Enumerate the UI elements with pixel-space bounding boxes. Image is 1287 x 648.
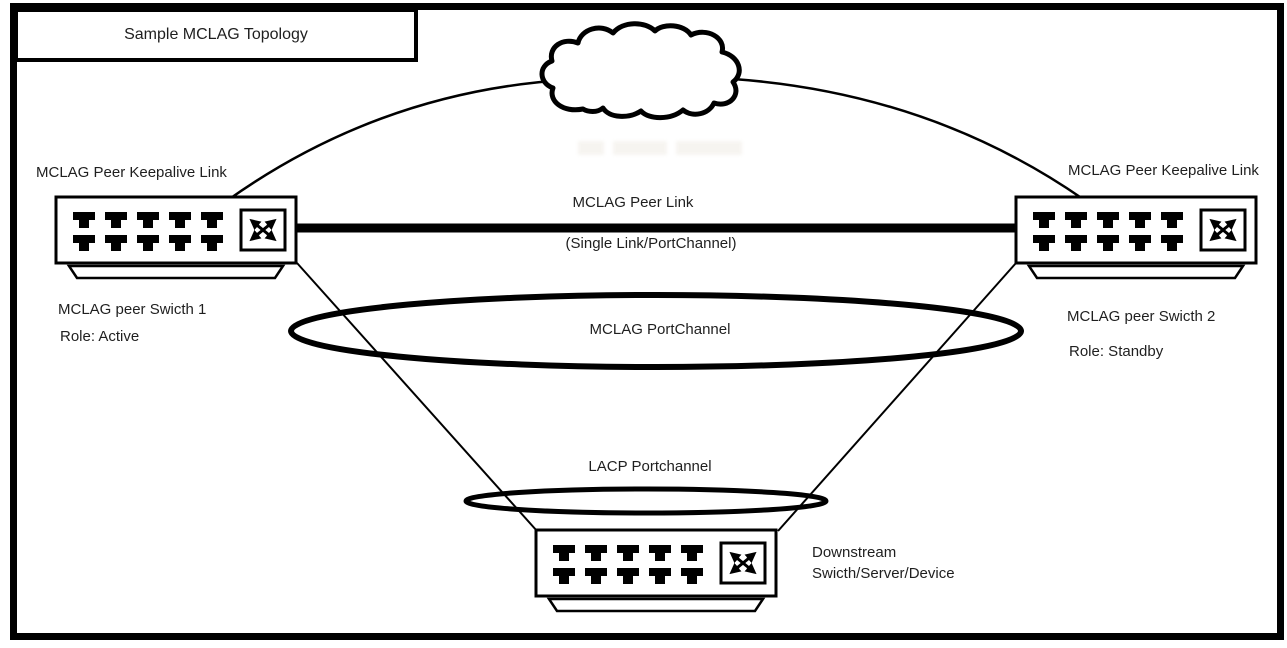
lacp-portchannel-ellipse [463,486,829,516]
downstream-device [536,530,776,611]
title-box: Sample MCLAG Topology [14,8,418,62]
switch2-name-label: MCLAG peer Swicth 2 [1067,308,1216,325]
peer-link-label: MCLAG Peer Link [572,194,694,211]
left-keepalive-label: MCLAG Peer Keepalive Link [36,164,227,181]
erased-text-artifact [578,141,742,155]
switch1-role-label: Role: Active [60,328,140,345]
peer-link-sub-label: (Single Link/PortChannel) [565,235,737,252]
right-keepalive-arc [732,77,1084,201]
switch2-device [1016,197,1256,278]
left-downlink-line [296,262,538,532]
mclag-portchannel-ellipse [288,292,1024,370]
cloud-icon [539,21,742,121]
downstream-label: Downstream Swicth/Server/Device [812,542,955,584]
left-keepalive-arc [227,78,566,202]
right-downlink-line [777,262,1017,532]
mclag-portchannel-label: MCLAG PortChannel [589,321,731,338]
downstream-label-line1: Downstream [812,544,897,561]
lacp-portchannel-label: LACP Portchannel [588,458,712,475]
switch1-name-label: MCLAG peer Swicth 1 [58,301,207,318]
switch1-device [56,197,296,278]
right-keepalive-label: MCLAG Peer Keepalive Link [1068,162,1259,179]
switch2-role-label: Role: Standby [1069,343,1164,360]
downstream-label-line2: Swicth/Server/Device [812,565,955,582]
frame-border [10,3,1284,640]
diagram-title: Sample MCLAG Topology [124,26,308,43]
